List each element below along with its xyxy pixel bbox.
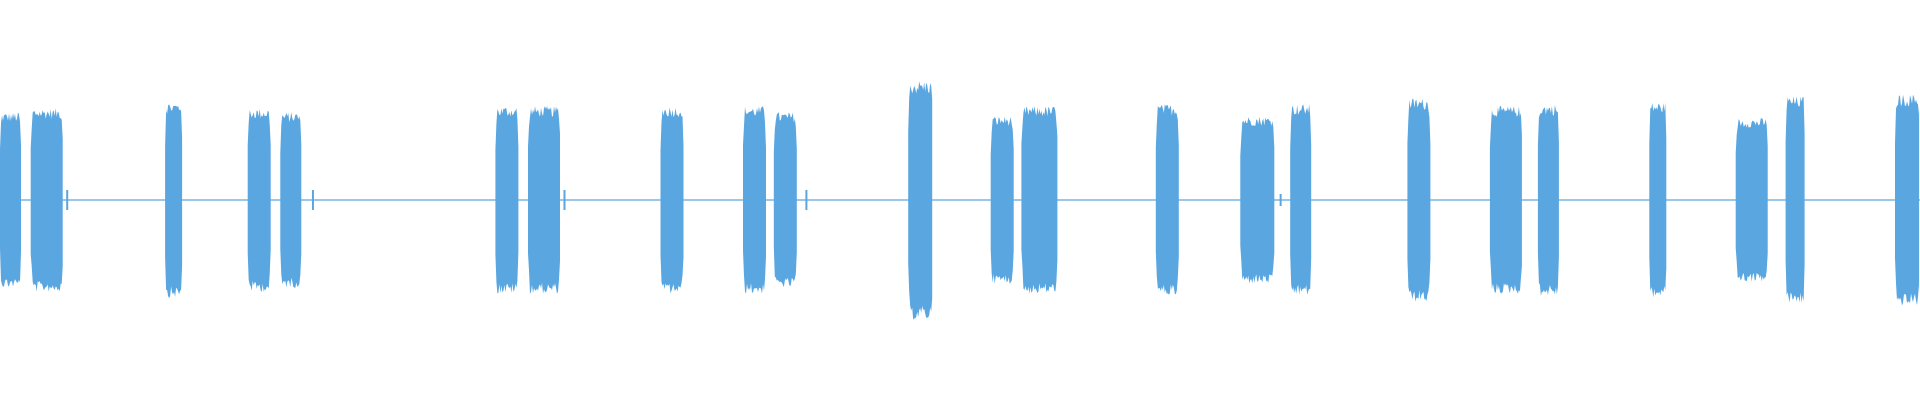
waveform-burst-2 bbox=[30, 108, 63, 292]
waveform-burst-8 bbox=[660, 107, 684, 294]
waveform-burst-21 bbox=[1735, 118, 1768, 282]
waveform-burst-13 bbox=[1021, 106, 1058, 294]
waveform-burst-19 bbox=[1537, 105, 1559, 296]
waveform-burst-14 bbox=[1155, 104, 1179, 295]
waveform-burst-5 bbox=[280, 112, 302, 288]
waveform-burst-12 bbox=[990, 116, 1014, 284]
waveform-bursts bbox=[0, 81, 1919, 320]
waveform-burst-15 bbox=[1240, 117, 1275, 284]
waveform-burst-11 bbox=[908, 81, 933, 320]
waveform-spikes bbox=[66, 190, 1282, 210]
waveform-burst-22 bbox=[1785, 96, 1805, 303]
waveform-burst-23 bbox=[1895, 94, 1919, 306]
waveform-burst-20 bbox=[1649, 102, 1667, 298]
waveform-burst-10 bbox=[773, 112, 797, 288]
waveform-burst-6 bbox=[495, 107, 519, 294]
waveform-burst-1 bbox=[0, 112, 21, 287]
waveform-burst-16 bbox=[1290, 104, 1312, 295]
waveform-burst-17 bbox=[1407, 98, 1431, 302]
waveform-burst-18 bbox=[1489, 106, 1522, 294]
waveform-burst-7 bbox=[528, 106, 560, 294]
waveform-burst-4 bbox=[247, 108, 271, 292]
waveform-burst-3 bbox=[165, 104, 183, 299]
waveform-burst-9 bbox=[743, 106, 766, 294]
